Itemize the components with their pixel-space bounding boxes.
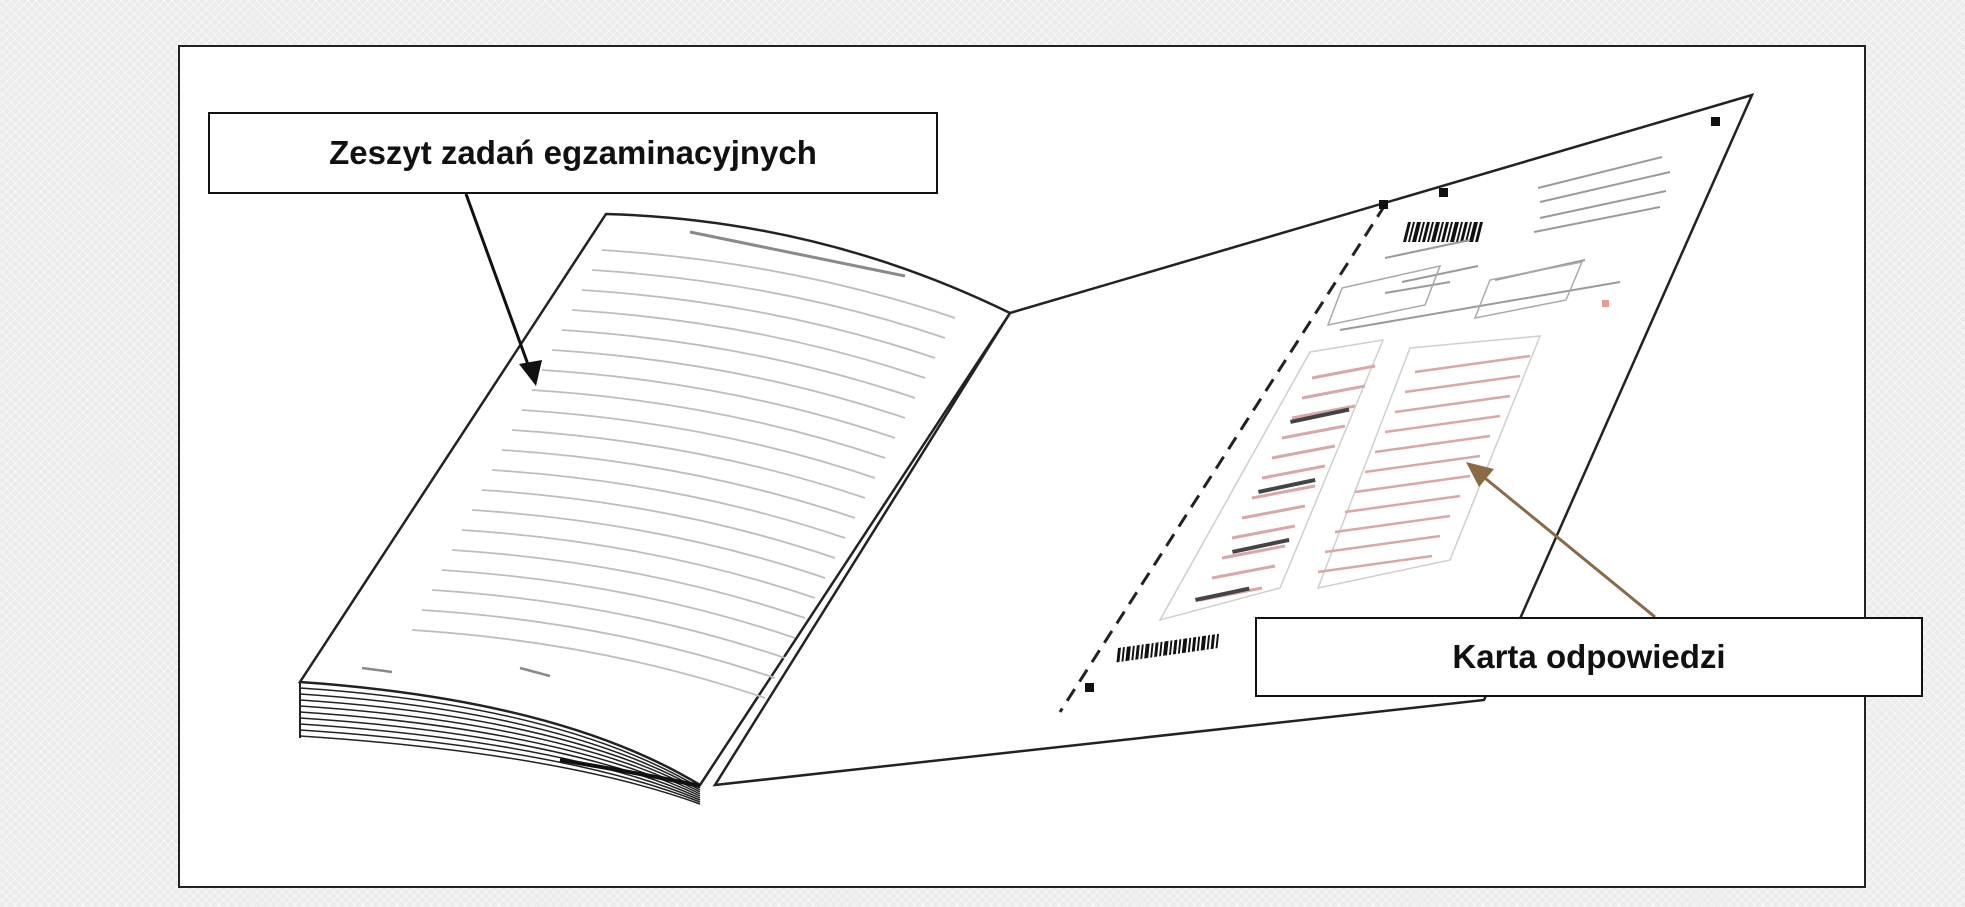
barcode-bottom	[1116, 633, 1220, 663]
booklet-callout-label: Zeszyt zadań egzaminacyjnych	[329, 134, 817, 171]
registration-mark	[1085, 683, 1094, 692]
booklet-spine	[559, 758, 701, 788]
tear-line	[1058, 204, 1387, 713]
page-stack	[299, 687, 701, 805]
registration-mark	[1711, 117, 1720, 126]
exam-booklet	[297, 212, 1012, 805]
registration-mark	[1379, 200, 1388, 209]
booklet-callout: Zeszyt zadań egzaminacyjnych	[208, 112, 938, 194]
booklet-arrow	[464, 193, 542, 386]
booklet-footer-text	[519, 666, 551, 678]
registration-mark	[1439, 188, 1448, 197]
answer-grid-right	[1316, 335, 1542, 590]
barcode-top	[1403, 222, 1483, 242]
sheet-mark	[1602, 300, 1609, 307]
answer-grid-left	[1158, 339, 1385, 622]
answer-sheet-callout: Karta odpowiedzi	[1255, 617, 1923, 697]
answer-sheet-arrow	[1466, 462, 1656, 619]
booklet-ruled-lines	[411, 249, 956, 699]
booklet-footer-text	[361, 666, 393, 674]
answer-sheet	[712, 93, 1755, 787]
sheet-header-boxes	[1326, 260, 1584, 327]
answer-sheet-callout-label: Karta odpowiedzi	[1452, 638, 1726, 675]
booklet-heading-text	[689, 230, 906, 278]
